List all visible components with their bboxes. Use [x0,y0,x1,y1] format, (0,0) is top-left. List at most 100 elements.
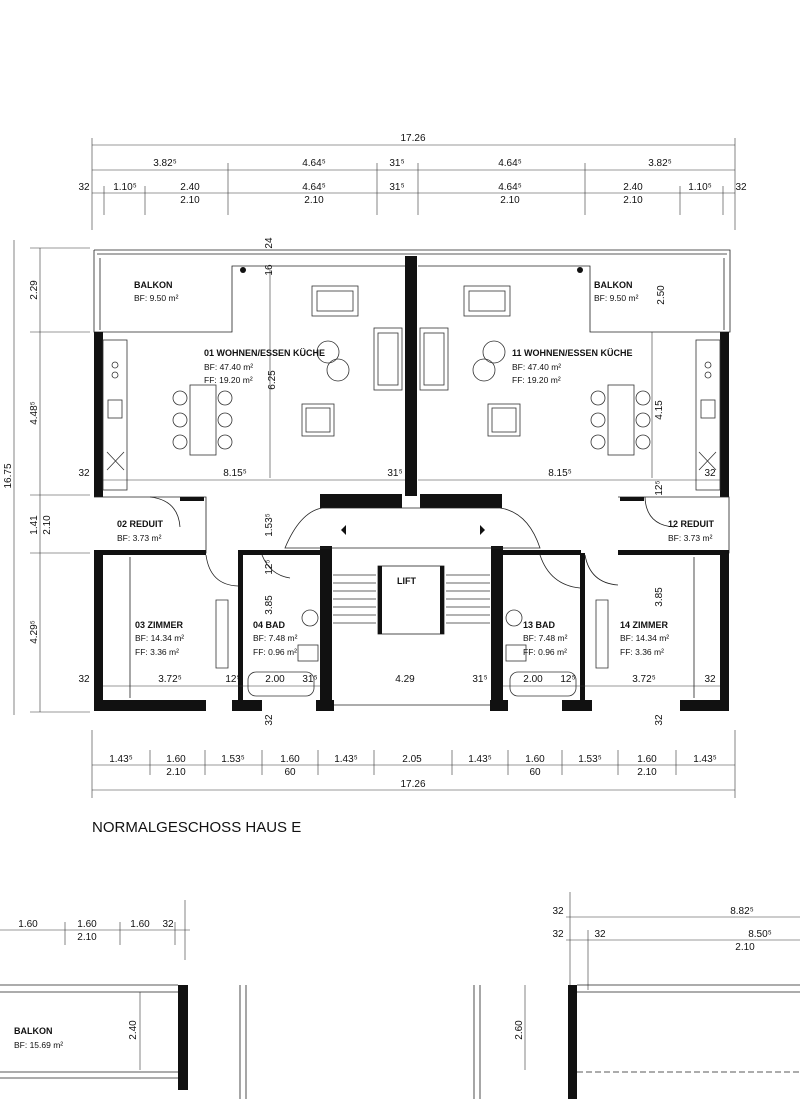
bad-04-name: 04 BAD [253,620,286,630]
lower-left-height: 2.40 [128,1020,139,1040]
zimmer-14-ff: FF: 3.36 m² [620,647,664,657]
wohnen-01-ff: FF: 19.20 m² [204,375,253,385]
dim-left-2: 4.48⁵ [29,401,40,425]
dim-bot-10: 1.60 [637,754,657,765]
dim-bot-1: 1.43⁵ [109,754,133,765]
bathtub-icon [247,671,315,697]
dim-top-2: 4.64⁵ [302,158,326,169]
lift-label: LIFT [397,576,416,586]
dim-center-wall: 31⁵ [387,468,402,479]
lower-right-dim-4: 32 [594,929,606,940]
lower-left-dim-3: 1.60 [130,919,150,930]
dim-bot-sub-2: 60 [284,767,296,778]
toilet-icon [297,644,319,662]
dim-bot-3: 1.53⁵ [221,754,245,765]
dim-bot-4: 1.60 [280,754,300,765]
dim-left-3: 1.41 [29,515,40,535]
dim-125-l: 12⁵ [264,559,275,574]
dim-w11-height: 4.15 [654,400,665,420]
balkon-left-bf: BF: 9.50 m² [134,293,179,303]
dim-bot-total: 17.26 [400,779,425,790]
lower-right-dim-2: 8.82⁵ [730,906,754,917]
kitchen-counter-icon [695,339,721,491]
kitchen-counter-icon [102,339,128,491]
dim-top-r2-6: 4.64⁵ [498,182,522,193]
lower-right-dim-1: 32 [552,906,564,917]
dim-bot-sub-1: 2.10 [166,767,186,778]
sofa-icon [419,327,449,391]
dim-bath-r: 2.00 [523,674,543,685]
dim-125-r: 12⁵ [654,480,665,495]
dim-w1-height: 6.25 [267,370,278,390]
balkon-left-name: BALKON [134,280,173,290]
dim-w1-width: 8.15⁵ [223,468,247,479]
dim-top-r2-4: 4.64⁵ [302,182,326,193]
armchair-icon [487,403,521,437]
wohnen-01-bf: BF: 47.40 m² [204,362,253,372]
dim-top-r2-8: 1.10⁵ [688,182,712,193]
wohnen-01-name: 01 WOHNEN/ESSEN KÜCHE [204,348,325,358]
dim-left-total: 16.75 [3,463,14,488]
dim-left-1: 2.29 [29,280,40,300]
sink-icon [505,609,523,627]
dim-top-5: 3.82⁵ [648,158,672,169]
dim-left-5: 4.29⁵ [29,620,40,644]
zimmer-03-bf: BF: 14.34 m² [135,633,184,643]
bad-04-bf: BF: 7.48 m² [253,633,298,643]
lower-left-dim-2: 1.60 [77,919,97,930]
furniture [102,285,721,697]
dim-bot-2: 1.60 [166,754,186,765]
dim-top-16: 16 [264,264,275,276]
plan-title: NORMALGESCHOSS HAUS E [92,819,301,836]
balkon-right-bf: BF: 9.50 m² [594,293,639,303]
dim-left-4: 2.10 [42,515,53,535]
dim-32-f: 32 [654,714,665,726]
balkon-right-name: BALKON [594,280,633,290]
bathtub-icon [509,671,577,697]
dim-bot-sub-3: 60 [529,767,541,778]
dining-table-icon [189,384,217,456]
armchair-icon [301,403,335,437]
reduit-02-bf: BF: 3.73 m² [117,533,162,543]
bad-04-ff: FF: 0.96 m² [253,647,297,657]
lower-right-dim-3: 32 [552,929,564,940]
sink-icon [301,609,319,627]
bad-13-name: 13 BAD [523,620,556,630]
dim-top-r2-2: 1.10⁵ [113,182,137,193]
lower-right-plan: 32 8.82⁵ 32 32 8.50⁵ 2.10 2.60 [473,892,800,1099]
lower-balkon-bf: BF: 15.69 m² [14,1040,63,1050]
dim-z14: 3.72⁵ [632,674,656,685]
dim-315-r: 31⁵ [472,674,487,685]
dim-top-sub-4: 2.10 [623,195,643,206]
bad-13-bf: BF: 7.48 m² [523,633,568,643]
dim-32-d: 32 [704,674,716,685]
dim-stair: 4.29 [395,674,415,685]
toilet-icon [505,644,527,662]
dim-32-a: 32 [78,468,90,479]
reduit-12-name: 12 REDUIT [668,519,715,529]
dim-bad-l: 3.85 [264,595,275,615]
reduit-12-bf: BF: 3.73 m² [668,533,713,543]
sofa-icon [311,285,359,317]
dim-top-sub-1: 2.10 [180,195,200,206]
dim-32-e: 32 [264,714,275,726]
dim-z3: 3.72⁵ [158,674,182,685]
dim-top-sub-2: 2.10 [304,195,324,206]
table-icon [316,340,340,364]
table-icon [482,340,506,364]
zimmer-03-name: 03 ZIMMER [135,620,184,630]
sofa-icon [463,285,511,317]
dim-corr: 1.53⁵ [264,513,275,537]
dining-table-icon [607,384,635,456]
dim-bot-7: 1.43⁵ [468,754,492,765]
dim-125-d: 12⁵ [560,674,575,685]
wohnen-11-name: 11 WOHNEN/ESSEN KÜCHE [512,348,633,358]
lower-right-sub: 2.10 [735,942,755,953]
dim-bot-sub-4: 2.10 [637,767,657,778]
lower-right-dim-5: 8.50⁵ [748,929,772,940]
dim-bot-9: 1.53⁵ [578,754,602,765]
wohnen-11-ff: FF: 19.20 m² [512,375,561,385]
dim-top-sub-3: 2.10 [500,195,520,206]
left-dimensions: 2.29 4.48⁵ 1.41 2.10 4.29⁵ 16.75 [3,240,90,715]
